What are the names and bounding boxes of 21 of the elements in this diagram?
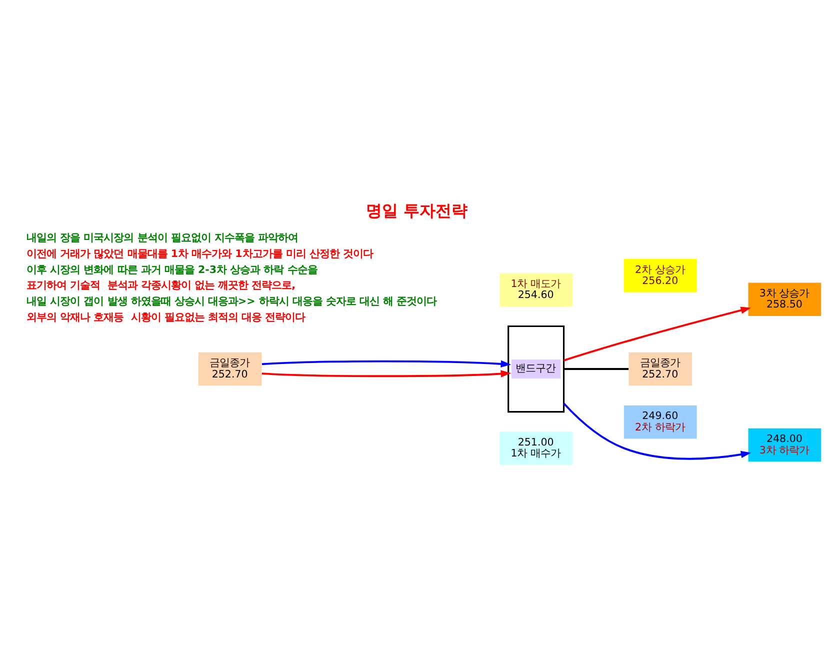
label: 내일 시장이 갭이 발생 하였을때 상승시 대응과>> 하락시 대응을 숫자로 대신 해 준것이다: [26, 294, 437, 307]
arrow: [564, 306, 752, 361]
label: 내일의 장을 미국시장의 분석이 필요없이 지수폭을 파악하여: [26, 232, 298, 244]
node-box: 금일종가 252.70: [628, 352, 692, 386]
node-box: 1차 매도가 254.60: [500, 272, 572, 306]
diagram-title: 명일 투자전략: [366, 200, 468, 220]
node-box: 249.60 2차 하락가: [624, 404, 697, 438]
node-box: 248.00 3차 하락가: [748, 428, 822, 462]
label: 외부의 악재나 호재등 시황이 필요없는 최적의 대응 전략이다: [26, 310, 306, 323]
node-box: 2차 상승가 256.20: [624, 258, 697, 292]
label: 이후 시장의 변화에 따른 과거 매물을 2-3차 상승과 하락 수순을: [26, 263, 318, 276]
arrow: [262, 360, 512, 368]
connector: [564, 368, 629, 370]
label: 이전에 거래가 많았던 매물대를 1차 매수가와 1차고가를 미리 산정한 것이다: [26, 247, 374, 260]
node-box: 금일종가 252.70: [198, 352, 262, 386]
node-box: 3차 상승가 258.50: [748, 282, 822, 316]
arrow: [563, 402, 752, 460]
arrow: [262, 370, 512, 377]
node-box: 251.00 1차 매수가: [500, 431, 572, 464]
node-box: 밴드구간: [508, 324, 565, 412]
label: 표기하여 기술적 분석과 각종시황이 없는 깨끗한 전략으로,: [26, 279, 296, 292]
